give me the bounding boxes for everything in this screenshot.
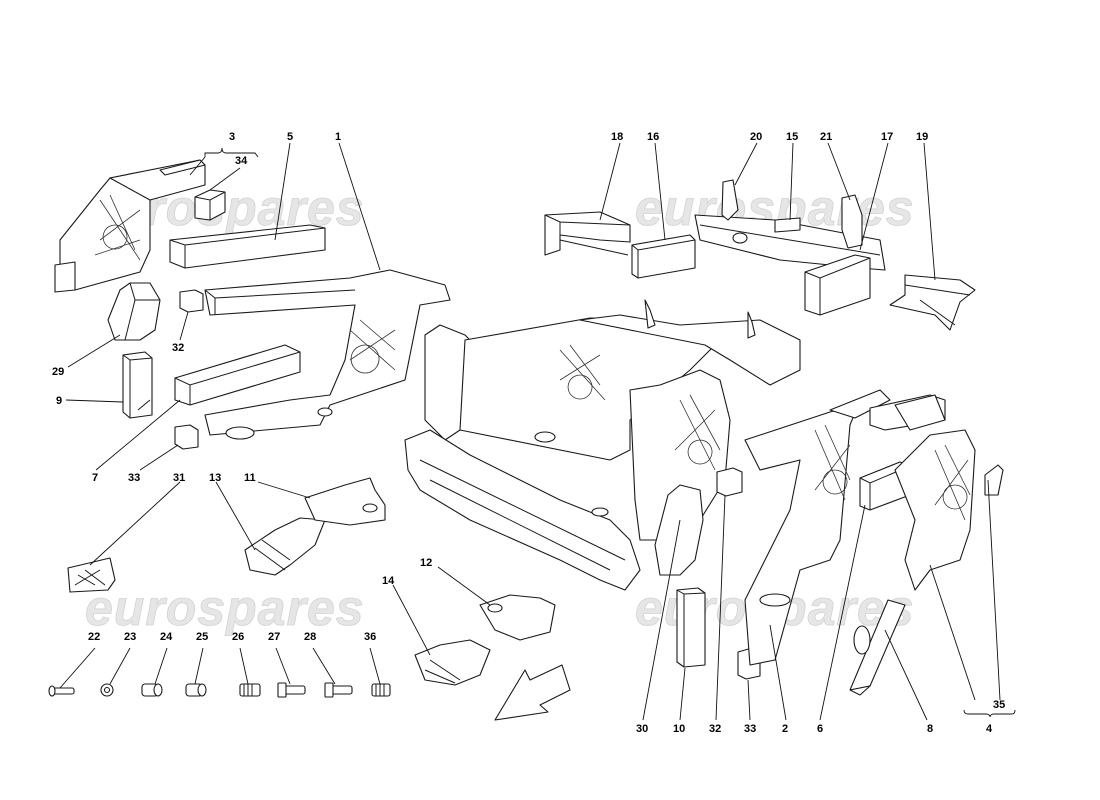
callout-1: 1	[335, 131, 341, 143]
part-8-post	[849, 599, 906, 696]
callout-15: 15	[786, 131, 798, 143]
part-2-side-frame	[744, 389, 891, 666]
part-32-spacer-right	[716, 467, 743, 497]
direction-arrow	[494, 664, 571, 721]
fastener-27-bolt	[277, 682, 306, 698]
callout-27: 27	[268, 631, 280, 643]
callout-29: 29	[52, 366, 64, 378]
callout-6: 6	[817, 723, 823, 735]
callout-20: 20	[750, 131, 762, 143]
part-4-side-frame-right	[869, 394, 1004, 591]
part-9-post	[122, 351, 153, 419]
part-20-bracket	[721, 179, 739, 221]
part-11-bracket	[304, 477, 386, 526]
callout-13: 13	[209, 472, 221, 484]
callout-9: 9	[56, 395, 62, 407]
callout-14: 14	[382, 575, 395, 587]
fastener-28-bolt	[324, 682, 353, 698]
callout-8: 8	[927, 723, 933, 735]
callout-17: 17	[881, 131, 893, 143]
callout-23: 23	[124, 631, 136, 643]
fastener-36-nut	[371, 683, 391, 697]
fastener-23-grommet	[100, 683, 114, 697]
callout-28: 28	[304, 631, 316, 643]
part-15-crossmember	[694, 214, 886, 271]
callout-36: 36	[364, 631, 376, 643]
callout-19: 19	[916, 131, 928, 143]
callout-32-left: 32	[172, 342, 184, 354]
callout-34: 34	[235, 155, 248, 167]
part-13-bracket	[244, 517, 326, 576]
part-1-rear-frame-left	[174, 269, 451, 440]
callout-21: 21	[820, 131, 832, 143]
part-29-bracket	[107, 282, 161, 341]
fastener-24-bushing	[141, 683, 163, 697]
callout-16: 16	[647, 131, 659, 143]
callout-2: 2	[782, 723, 788, 735]
part-18-bracket	[544, 211, 631, 256]
part-21-bracket	[841, 194, 863, 249]
callout-35: 35	[993, 699, 1005, 711]
part-5-beam	[169, 224, 326, 269]
callout-4: 4	[986, 723, 993, 735]
callout-3: 3	[229, 131, 235, 143]
part-14-bracket	[414, 639, 491, 686]
part-12-bracket	[479, 594, 556, 641]
callout-33-left: 33	[128, 472, 140, 484]
callout-7: 7	[92, 472, 98, 484]
callout-labels: 3 34 5 1 18 16 20 15 21 17 19 32 29 9 7 …	[52, 131, 1005, 735]
part-32-spacer-left	[179, 289, 204, 313]
leader-lines	[59, 142, 1016, 721]
part-16-block	[631, 234, 696, 279]
callout-10: 10	[673, 723, 685, 735]
part-10-post	[676, 587, 706, 668]
fastener-25-bushing	[185, 683, 207, 697]
fastener-22-rivet	[48, 685, 75, 697]
callout-33-right: 33	[744, 723, 756, 735]
watermark-top-right: eurospares	[635, 180, 915, 236]
callout-18: 18	[611, 131, 623, 143]
part-17-block	[804, 254, 871, 316]
callout-32-right: 32	[709, 723, 721, 735]
callout-12: 12	[420, 557, 432, 569]
part-3-side-frame-left	[54, 159, 206, 293]
callout-5: 5	[287, 131, 293, 143]
part-30-bracket	[654, 484, 704, 576]
part-19-frame	[889, 274, 976, 331]
callout-25: 25	[196, 631, 208, 643]
part-33-spacer-left	[174, 424, 199, 450]
part-34-spacer	[194, 189, 226, 221]
main-chassis	[404, 299, 801, 591]
callout-22: 22	[88, 631, 100, 643]
watermark-bottom-left: eurospares	[85, 580, 365, 636]
callout-31: 31	[173, 472, 185, 484]
fastener-26-nut	[239, 683, 261, 697]
callout-24: 24	[160, 631, 173, 643]
part-31-cover	[67, 557, 116, 593]
callout-30: 30	[636, 723, 648, 735]
callout-11: 11	[244, 472, 256, 484]
callout-26: 26	[232, 631, 244, 643]
